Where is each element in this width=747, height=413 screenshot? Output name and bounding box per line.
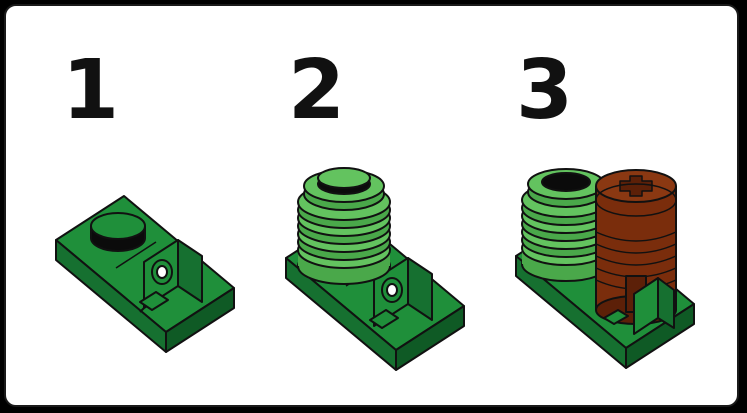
stud-top: [91, 213, 145, 239]
instruction-panel: 1 2 3: [4, 4, 739, 407]
step-2-illustration: [286, 168, 464, 370]
stacked-discs: [298, 168, 390, 284]
step-1-illustration: [56, 196, 234, 352]
assembly-illustrations: [6, 6, 739, 407]
step-3-illustration: [516, 169, 694, 368]
